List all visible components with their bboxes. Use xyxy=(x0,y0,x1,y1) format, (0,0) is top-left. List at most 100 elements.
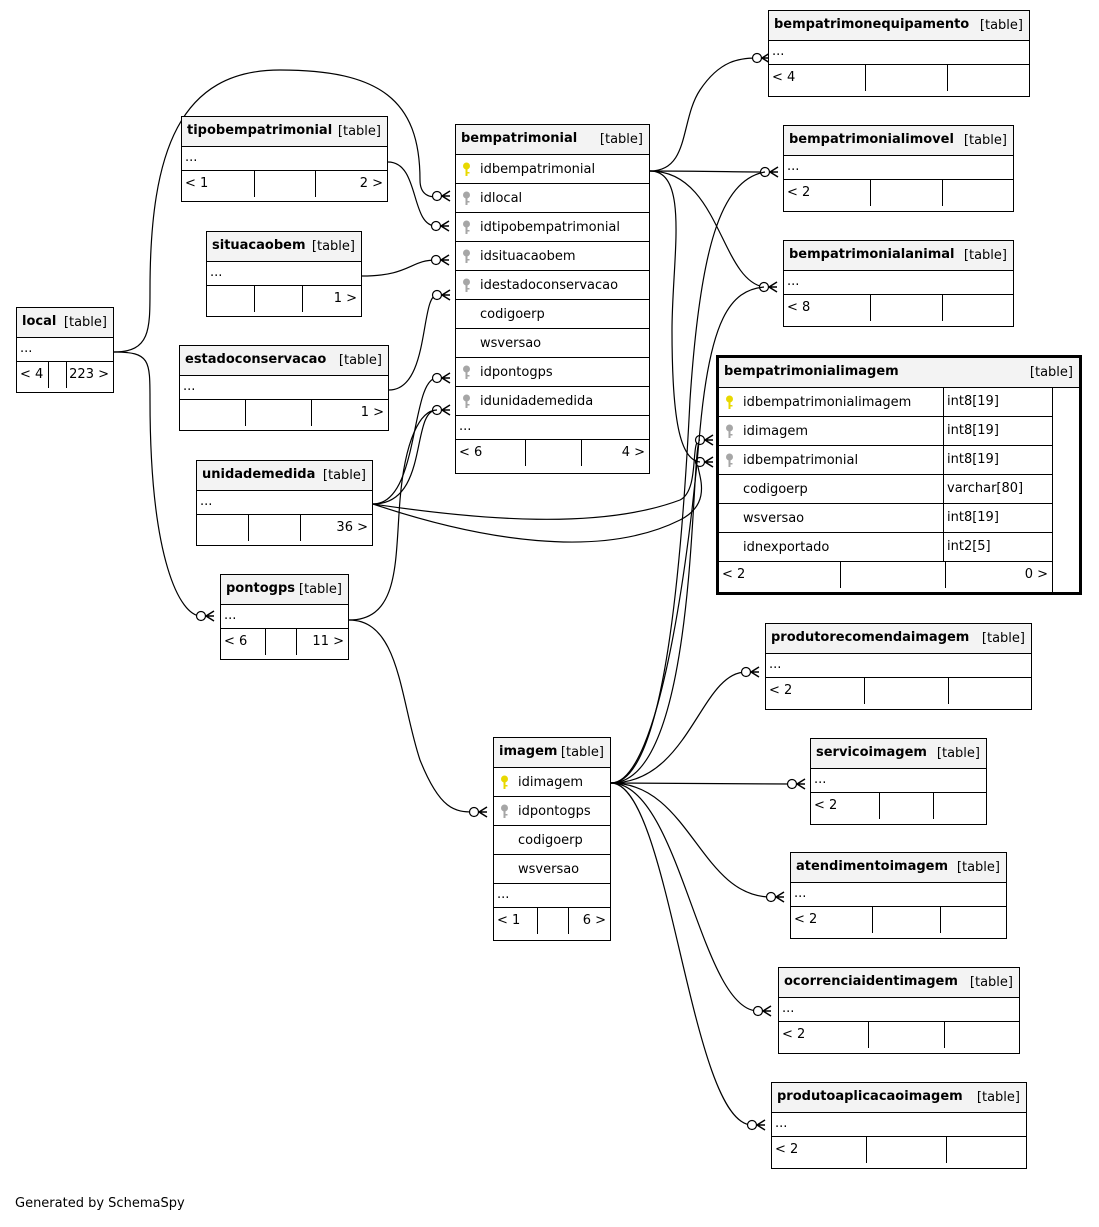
footer-cell: < 2 xyxy=(811,793,880,819)
table-name[interactable]: bempatrimonialimovel xyxy=(789,132,954,147)
table-bempatrimonequipamento[interactable]: bempatrimonequipamento[table]...< 4 xyxy=(768,10,1030,97)
table-estadoconservacao[interactable]: estadoconservacao[table]...1 > xyxy=(179,345,389,431)
footer-cell: < 4 xyxy=(17,362,49,388)
children-count[interactable]: 1 > xyxy=(360,405,384,420)
table-name[interactable]: imagem xyxy=(499,744,558,759)
table-name[interactable]: produtoaplicacaoimagem xyxy=(777,1089,963,1104)
table-footer: < 1 2 > xyxy=(182,171,387,197)
column-row[interactable]: codigoerp xyxy=(494,826,610,855)
column-row[interactable]: idpontogps xyxy=(456,358,649,387)
children-count[interactable]: 11 > xyxy=(312,634,344,649)
parents-count[interactable]: < 2 xyxy=(722,567,746,582)
table-name[interactable]: situacaobem xyxy=(212,238,306,253)
children-count[interactable]: 6 > xyxy=(582,913,606,928)
table-name[interactable]: produtorecomendaimagem xyxy=(771,630,970,645)
column-row[interactable]: wsversao xyxy=(456,329,649,358)
table-name[interactable]: bempatrimonialanimal xyxy=(789,247,955,262)
column-name: codigoerp xyxy=(743,482,808,497)
children-count[interactable]: 223 > xyxy=(69,367,109,382)
column-row[interactable]: wsversao xyxy=(494,855,610,884)
column-row[interactable]: idunidademedida xyxy=(456,387,649,416)
table-bempatrimonialanimal[interactable]: bempatrimonialanimal[table]...< 8 xyxy=(783,240,1014,327)
relationship-line xyxy=(649,170,766,173)
optional-marker xyxy=(746,1119,758,1131)
table-unidademedida[interactable]: unidademedida[table]...36 > xyxy=(196,460,373,546)
parents-count[interactable]: < 2 xyxy=(775,1142,799,1157)
table-name[interactable]: tipobempatrimonial xyxy=(187,123,333,138)
column-row[interactable]: idtipobempatrimonial xyxy=(456,213,649,242)
ellipsis-text: ... xyxy=(787,159,800,174)
table-name[interactable]: pontogps xyxy=(226,581,295,596)
parents-count[interactable]: < 2 xyxy=(814,798,838,813)
table-bempatrimonialimovel[interactable]: bempatrimonialimovel[table]...< 2 xyxy=(783,125,1014,212)
column-row[interactable]: idestadoconservacao xyxy=(456,271,649,300)
table-name[interactable]: ocorrenciaidentimagem xyxy=(784,974,958,989)
table-produtoaplicacaoimagem[interactable]: produtoaplicacaoimagem[table]...< 2 xyxy=(771,1082,1027,1169)
column-row[interactable]: idpontogps xyxy=(494,797,610,826)
ellipsis-text: ... xyxy=(224,608,237,623)
primary-key-icon xyxy=(463,162,470,176)
parents-count[interactable]: < 2 xyxy=(787,185,811,200)
relationship-line xyxy=(610,439,701,784)
table-produtorecomendaimagem[interactable]: produtorecomendaimagem[table]...< 2 xyxy=(765,623,1032,710)
ellipsis-text: ... xyxy=(814,772,827,787)
parents-count[interactable]: < 2 xyxy=(769,683,793,698)
column-row[interactable]: idlocal xyxy=(456,184,649,213)
table-name[interactable]: local xyxy=(22,314,57,329)
table-name[interactable]: servicoimagem xyxy=(816,745,927,760)
column-row[interactable]: idsituacaobem xyxy=(456,242,649,271)
children-count[interactable]: 0 > xyxy=(1024,567,1048,582)
more-columns: ... xyxy=(494,884,610,908)
parents-count[interactable]: < 2 xyxy=(794,912,818,927)
column-row[interactable]: idimagem xyxy=(494,768,610,797)
crowfoot-marker xyxy=(440,220,450,232)
table-ocorrenciaidentimagem[interactable]: ocorrenciaidentimagem[table]...< 2 xyxy=(778,967,1020,1054)
foreign-key-icon xyxy=(463,365,470,379)
parents-count[interactable]: < 8 xyxy=(787,300,811,315)
table-name[interactable]: unidademedida xyxy=(202,467,316,482)
parents-count[interactable]: < 4 xyxy=(772,70,796,85)
table-servicoimagem[interactable]: servicoimagem[table]...< 2 xyxy=(810,738,987,825)
parents-count[interactable]: < 6 xyxy=(459,445,483,460)
optional-marker xyxy=(740,666,752,678)
ellipsis-text: ... xyxy=(200,494,213,509)
children-count[interactable]: 4 > xyxy=(621,445,645,460)
children-count[interactable]: 1 > xyxy=(333,291,357,306)
table-bempatrimonialimagem[interactable]: bempatrimonialimagem[table]idbempatrimon… xyxy=(716,355,1082,595)
parents-count[interactable]: < 2 xyxy=(782,1027,806,1042)
children-count[interactable]: 36 > xyxy=(336,520,368,535)
children-count[interactable]: 2 > xyxy=(359,176,383,191)
table-footer: 1 > xyxy=(207,286,361,312)
parents-count[interactable]: < 6 xyxy=(224,634,248,649)
parents-count[interactable]: < 1 xyxy=(185,176,209,191)
table-name[interactable]: estadoconservacao xyxy=(185,352,327,367)
ellipsis-text: ... xyxy=(782,1001,795,1016)
table-name[interactable]: atendimentoimagem xyxy=(796,859,949,874)
footer-cell xyxy=(265,629,297,655)
column-row[interactable]: idbempatrimonial xyxy=(456,155,649,184)
table-footer: < 2 0 > xyxy=(719,562,1079,588)
table-situacaobem[interactable]: situacaobem[table]...1 > xyxy=(206,231,362,317)
parents-count[interactable]: < 4 xyxy=(20,367,44,382)
table-name[interactable]: bempatrimonialimagem xyxy=(724,364,899,379)
column-row[interactable]: codigoerp xyxy=(456,300,649,329)
relationship-line xyxy=(372,377,438,505)
parents-count[interactable]: < 1 xyxy=(497,913,521,928)
table-name[interactable]: bempatrimonial xyxy=(461,131,578,146)
table-name[interactable]: bempatrimonequipamento xyxy=(774,17,970,32)
table-atendimentoimagem[interactable]: atendimentoimagem[table]...< 2 xyxy=(790,852,1007,939)
column-divider xyxy=(943,388,944,416)
relationship-line xyxy=(372,439,701,520)
footer-cell xyxy=(942,180,1013,206)
